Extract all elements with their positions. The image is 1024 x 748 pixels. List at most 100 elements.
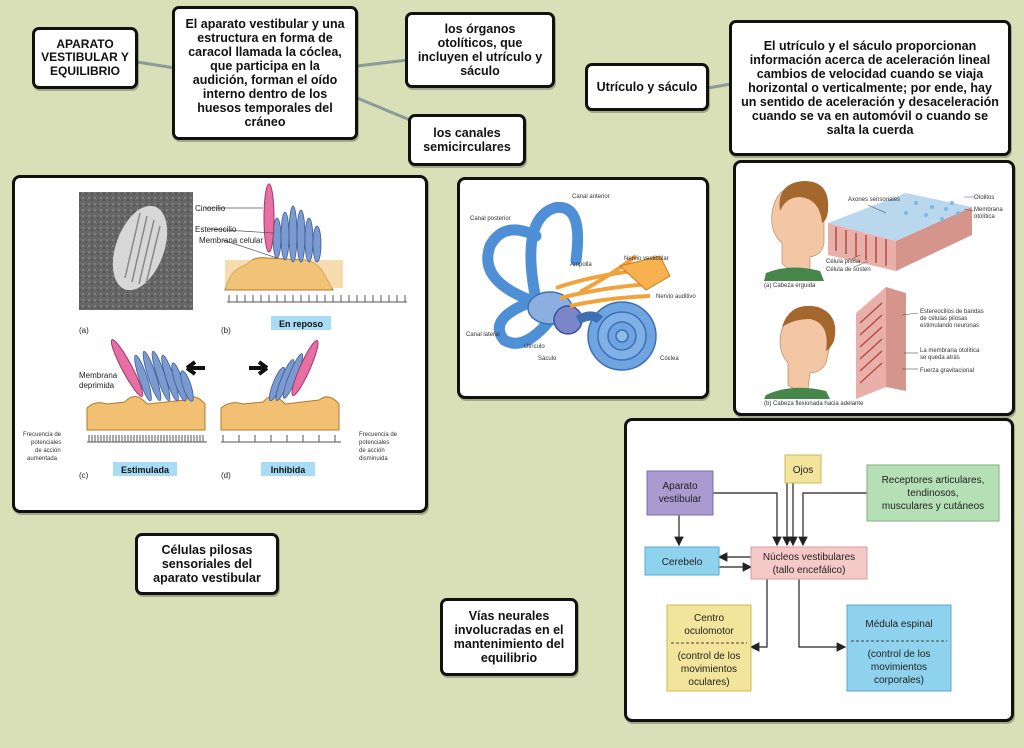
inner-ear-diagram-panel: Canal anterior Canal posterior Ampolla N…: [457, 177, 709, 399]
nerve-bundle: [618, 255, 671, 291]
centro-oculomotor-box: [666, 604, 752, 692]
nervio-vestibular-label: Nervio vestibular: [624, 256, 669, 262]
coclea-label: Cóclea: [660, 356, 679, 362]
estimulada-tag: [113, 462, 177, 476]
medula-desc-2: movimientos: [871, 662, 927, 673]
nucleos-box: [750, 546, 868, 580]
celula-pilosa-label: Célula pilosa: [826, 259, 861, 265]
anterior-canal: [525, 201, 584, 306]
celula-sosten-label: Célula de sostén: [826, 267, 871, 273]
estimulada-label: Estimulada: [121, 465, 170, 475]
label-d: (d): [221, 471, 231, 480]
membrana-otolitica-label-2: otolítica: [974, 214, 995, 220]
membrana-celular-label: Membrana celular: [199, 236, 263, 245]
receptores-label-3: musculares y cutáneos: [882, 501, 984, 512]
macula-block-side: [896, 207, 972, 271]
cochlea-concept-box: El aparato vestibular y una estructura e…: [172, 6, 358, 140]
label-b: (b): [221, 326, 231, 335]
freq-disminuida-2: potenciales: [359, 440, 389, 446]
utricle-title-box: Utrículo y sáculo: [585, 63, 709, 111]
freq-aumentada-1: Frecuencia de: [23, 432, 62, 438]
nervio-auditivo-label: Nervio auditivo: [656, 294, 696, 300]
cochlea-duct: [575, 311, 604, 324]
centro-desc-1: (control de los: [678, 651, 741, 662]
resting-kinocilium: [263, 183, 275, 253]
hair-cell-diagram: (a) Cinocilio Estereocilio Membrana celu…: [23, 183, 407, 480]
en-reposo-tag: [271, 316, 331, 330]
freq-disminuida-4: disminuida: [359, 456, 388, 462]
aparato-label-1: Aparato: [662, 481, 697, 492]
utricle-title: Utrículo y sáculo: [596, 80, 698, 94]
macula-block-front: [828, 223, 896, 271]
utriculo-label: Utrículo: [524, 344, 545, 350]
freq-disminuida-3: de acción: [359, 448, 385, 454]
freq-disminuida-1: Frecuencia de: [359, 432, 398, 438]
utricle-desc: El utrículo y el sáculo proporcionan inf…: [741, 39, 999, 137]
receptores-label-1: Receptores articulares,: [882, 475, 985, 486]
stimulated-cell-body: [86, 396, 206, 431]
canals-concept-box: los canales semicirculares: [408, 114, 526, 166]
utricle-desc-box: El utrículo y el sáculo proporcionan inf…: [729, 20, 1011, 156]
posterior-canal: [482, 224, 542, 306]
membrana-queda-label-1: La membrana otolítica: [920, 348, 980, 354]
axones-label: Axones sensoriales: [848, 197, 900, 203]
main-title: APARATO VESTIBULAR Y EQUILIBRIO: [41, 36, 129, 78]
membrana-queda-label-2: se queda atrás: [920, 355, 960, 361]
inhibida-label: Inhibida: [271, 465, 306, 475]
inner-ear-diagram: Canal anterior Canal posterior Ampolla N…: [464, 184, 702, 392]
otoconia: [904, 201, 960, 221]
arrow-right-icon: [249, 360, 269, 376]
estereocilios-label-3: estimulando neuronas: [920, 323, 979, 329]
cabeza-flexionada-label: (b) Cabeza flexionada hacia adelante: [764, 401, 864, 407]
main-title-box: APARATO VESTIBULAR Y EQUILIBRIO: [32, 27, 138, 89]
nucleos-label-2: (tallo encefálico): [773, 565, 846, 576]
lateral-canal: [493, 298, 556, 349]
flexed-block-side: [886, 287, 906, 391]
stimulated-stereocilia: [134, 350, 194, 402]
neural-pathway-diagram: Ojos Aparato vestibular Receptores artic…: [633, 427, 1005, 713]
membrana-deprimida-label-2: deprimida: [79, 381, 115, 390]
aparato-box: [646, 470, 714, 516]
centro-desc-3: oculares): [688, 677, 729, 688]
saccule: [553, 305, 583, 335]
freq-aumentada-4: aumentada: [27, 456, 58, 462]
ampolla-label: Ampolla: [570, 262, 592, 268]
centro-desc-2: movimientos: [681, 664, 737, 675]
medula-desc-1: (control de los: [868, 649, 931, 660]
resting-stereocilia: [272, 205, 322, 263]
otolith-diagram-panel: Axones sensoriales Otolitos Membrana oto…: [733, 160, 1015, 416]
hair-cells-caption-box: Células pilosas sensoriales del aparato …: [135, 533, 279, 595]
cinocilio-label: Cinocilio: [195, 204, 226, 213]
en-reposo-label: En reposo: [279, 319, 324, 329]
hair-cells-caption: Células pilosas sensoriales del aparato …: [153, 543, 261, 585]
fuerza-label: Fuerza gravitacional: [920, 368, 974, 374]
otolith-concept-text: los órganos otolíticos, que incluyen el …: [417, 22, 543, 78]
membrana-deprimida-label-1: Membrana: [79, 371, 118, 380]
hair-cell-diagram-panel: (a) Cinocilio Estereocilio Membrana celu…: [12, 175, 428, 513]
canals-concept-text: los canales semicirculares: [423, 126, 511, 154]
stimulated-kinocilium: [110, 339, 144, 397]
freq-aumentada-3: de acción: [35, 448, 61, 454]
aparato-label-2: vestibular: [659, 494, 702, 505]
cerebelo-box: [644, 546, 720, 576]
cochlea-concept-text: El aparato vestibular y una estructura e…: [185, 17, 345, 129]
cochlea-shape: [587, 301, 657, 371]
head-flexed-illustration: [764, 305, 836, 399]
cerebelo-label: Cerebelo: [662, 557, 703, 568]
membrana-otolitica-label-1: Membrana: [974, 207, 1003, 213]
cabeza-erguida-label: (a) Cabeza erguida: [764, 283, 816, 289]
inhibited-kinocilium: [291, 340, 319, 396]
inhibited-cell-body: [220, 396, 340, 431]
estereocilios-label-2: de células pilosas: [920, 316, 967, 322]
ojos-box: [784, 454, 822, 484]
otolith-diagram: Axones sensoriales Otolitos Membrana oto…: [760, 169, 1003, 409]
otolitos-label: Otolitos: [974, 195, 994, 201]
estereocilios-label-1: Estereocilios de bandas: [920, 309, 984, 315]
medula-espinal-box: [846, 604, 952, 692]
neural-caption-box: Vías neurales involucradas en el manteni…: [440, 598, 578, 676]
flexed-block-front: [856, 287, 886, 399]
receptores-label-2: tendinosos,: [907, 488, 958, 499]
arrow-left-icon: [185, 360, 205, 376]
label-a: (a): [79, 326, 89, 335]
centro-label-2: oculomotor: [684, 626, 734, 637]
